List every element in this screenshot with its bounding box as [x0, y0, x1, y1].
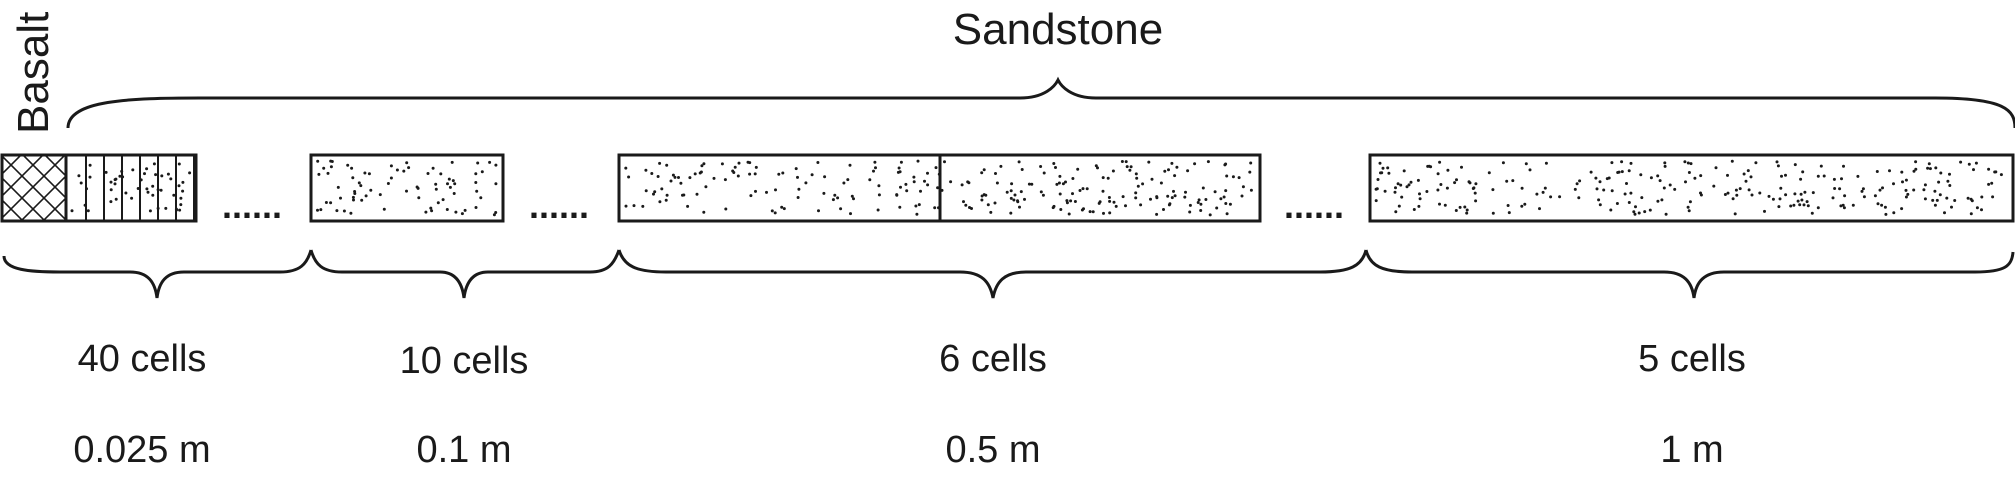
segment-3-cell-count: 6 cells	[939, 338, 1047, 380]
basalt-cell	[0, 153, 68, 223]
brace-segment-1	[2, 249, 313, 299]
basalt-label: Basalt	[9, 12, 58, 134]
brace-segment-3	[617, 249, 1368, 299]
segment-medium-cells	[309, 153, 505, 223]
sandstone-brace	[66, 76, 2015, 129]
ellipsis-2: ......	[529, 185, 589, 226]
ellipsis-1: ......	[222, 185, 282, 226]
segment-fine-cells	[0, 153, 198, 223]
sandstone-label: Sandstone	[953, 5, 1163, 54]
segment-largest-cells	[1368, 153, 2015, 223]
brace-segment-4	[1364, 249, 2015, 299]
segment-2-cell-size: 0.1 m	[416, 429, 511, 471]
segment-1-cell-count: 40 cells	[78, 338, 207, 380]
segment-2-cell-count: 10 cells	[400, 340, 529, 382]
segment-4-cell-size: 1 m	[1660, 429, 1723, 471]
ellipsis-3: ......	[1284, 185, 1344, 226]
brace-segment-2	[309, 249, 621, 299]
sandstone-stipple	[70, 159, 2003, 217]
fine-cell-lines	[85, 155, 195, 221]
segment-1-cell-size: 0.025 m	[73, 429, 210, 471]
fine-cells-box	[0, 153, 198, 223]
segment-3-cell-size: 0.5 m	[945, 429, 1040, 471]
segment-4-cell-count: 5 cells	[1638, 338, 1746, 380]
